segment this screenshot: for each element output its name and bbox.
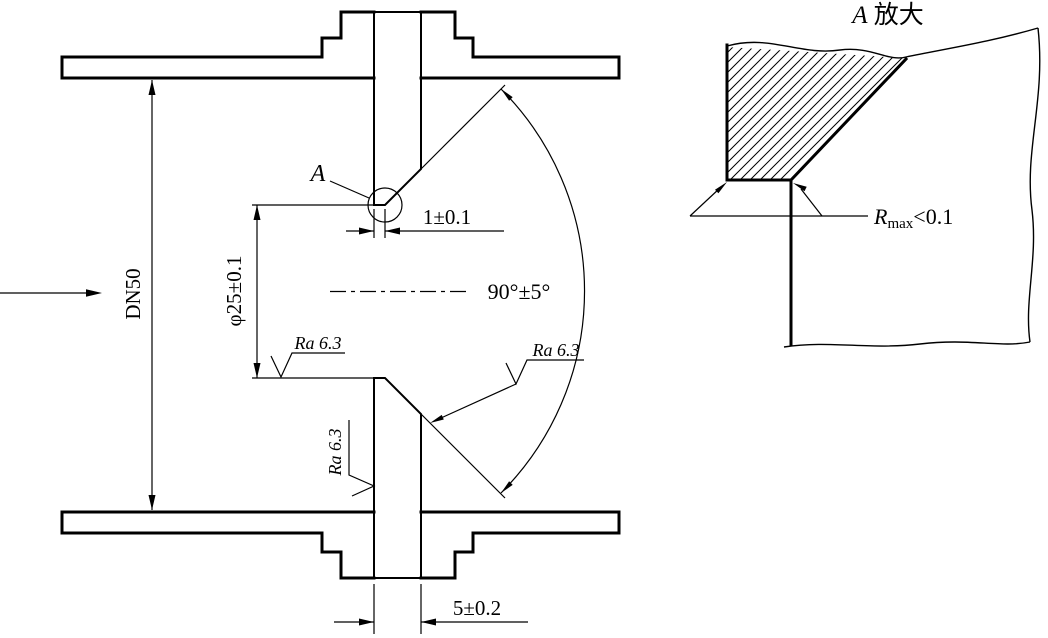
right-pipe-outline: [419, 10, 621, 580]
dimension-land-width: 1±0.1: [346, 205, 504, 238]
detail-hatch-region: [727, 47, 904, 180]
roughness-face: Ra 6.3: [325, 420, 376, 497]
dim-dn50-text: DN50: [121, 268, 145, 319]
detail-view-title: A 放大: [850, 1, 924, 29]
detail-part-edges: [725, 43, 909, 347]
dim-thickness-text: 5±0.2: [453, 596, 501, 620]
edge-radius-text: Rmax<0.1: [873, 204, 953, 232]
dimension-plate-thickness: 5±0.2: [334, 584, 528, 634]
detail-view: A 放大 Rmax<0.1: [689, 1, 1041, 348]
roughness-bevel: Ra 6.3: [430, 340, 584, 423]
roughness-bore: Ra 6.3: [270, 333, 345, 379]
edge-radius-callout: Rmax<0.1: [689, 182, 953, 232]
flow-arrow: [0, 289, 102, 297]
dimension-pipe-bore: DN50: [121, 80, 156, 510]
roughness-bevel-text: Ra 6.3: [532, 340, 580, 360]
main-view: DN50 φ25±0.1 1±0.1 90°: [0, 10, 621, 634]
roughness-bore-text: Ra 6.3: [294, 333, 342, 353]
roughness-face-text: Ra 6.3: [325, 429, 345, 477]
dim-phi25-text: φ25±0.1: [222, 256, 246, 327]
orifice-plate: [373, 11, 422, 579]
detail-circle: [367, 187, 403, 223]
dim-angle-text: 90°±5°: [488, 279, 551, 304]
detail-letter: A: [309, 161, 326, 187]
detail-marker-a: A: [309, 161, 403, 223]
dimension-bevel-angle: 90°±5°: [420, 84, 586, 499]
dim-land-text: 1±0.1: [423, 205, 471, 229]
detail-break-lines: [726, 27, 1041, 348]
dimension-orifice-diameter: φ25±0.1: [222, 204, 374, 379]
left-pipe-outline: [60, 10, 376, 580]
